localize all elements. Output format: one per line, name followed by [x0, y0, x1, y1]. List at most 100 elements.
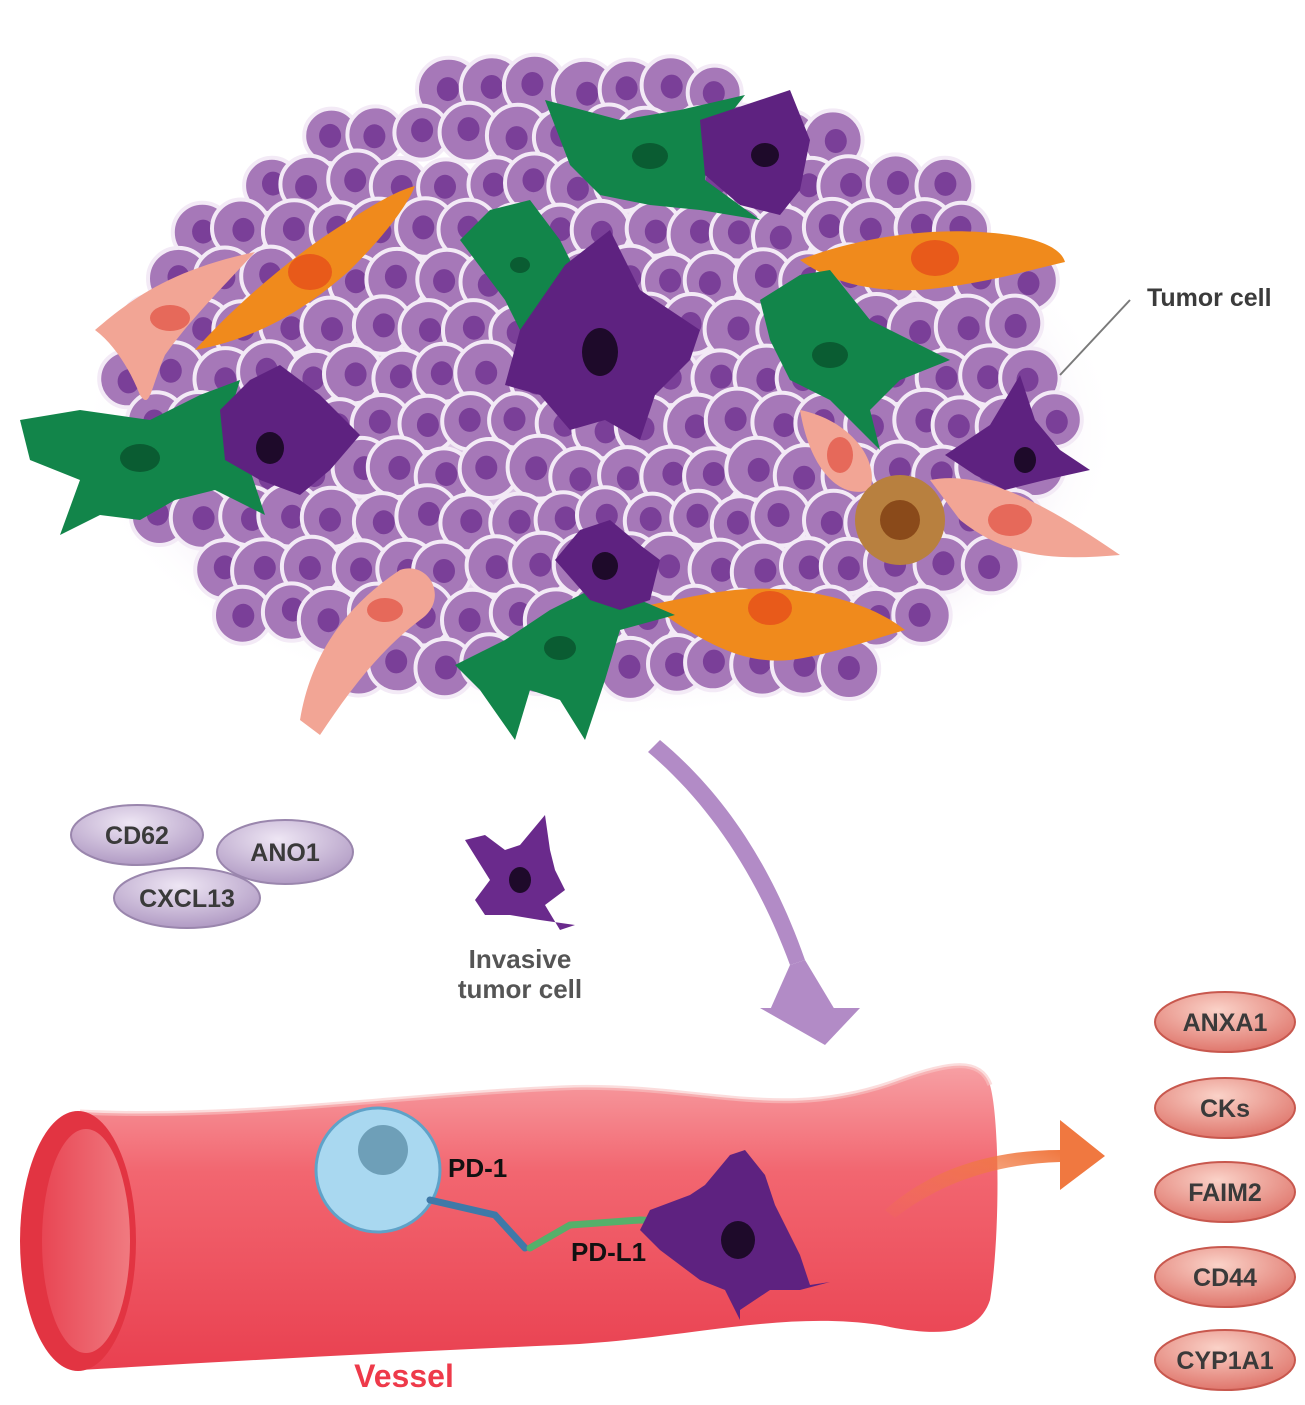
tumor-cell-nucleus	[416, 413, 439, 437]
tumor-cell-nucleus	[859, 217, 882, 242]
tumor-cell-nucleus	[618, 654, 641, 679]
tumor-cell-nucleus	[344, 362, 367, 387]
tumor-cell-nucleus	[644, 219, 667, 244]
tumor-cell-nucleus	[529, 552, 552, 577]
circulating-marker-pill: FAIM2	[1154, 1161, 1296, 1223]
tumor-cell-nucleus	[462, 315, 485, 340]
invasive-tumor-cell	[465, 815, 575, 930]
invasion-arrow	[648, 740, 860, 1045]
tumor-cell-nucleus	[384, 264, 407, 289]
tumor-cell-nucleus	[837, 556, 860, 581]
tumor-cell-nucleus	[659, 268, 682, 293]
circulating-marker-pill: CD44	[1154, 1246, 1296, 1308]
pdl1-label: PD-L1	[571, 1237, 646, 1267]
tumor-cell-label: Tumor cell	[1147, 284, 1272, 312]
tumor-cell-nucleus	[754, 263, 777, 288]
tumor-cell-nucleus	[660, 74, 683, 99]
tumor-cell-nucleus	[824, 129, 847, 153]
tumor-cell-nucleus	[385, 649, 408, 674]
tumor-cell-nucleus	[773, 413, 796, 438]
circulating-marker-pill-label: CD44	[1193, 1264, 1257, 1292]
tumor-cell-nucleus	[485, 555, 508, 580]
tumor-cell-pointer	[1059, 299, 1131, 376]
invasive-label-line2: tumor cell	[458, 974, 582, 1004]
tumor-cell-nucleus	[978, 555, 1001, 580]
tumor-cell-nucleus	[281, 504, 304, 529]
tumor-cell-nucleus	[793, 465, 816, 490]
tumor-cell-nucleus	[389, 364, 412, 389]
tumor-cell-nucleus	[662, 461, 685, 486]
tumor-cell-nucleus	[711, 557, 733, 582]
invasive-cell	[700, 90, 810, 215]
invasive-cell	[555, 520, 660, 610]
tumor-cell-nucleus	[508, 509, 531, 534]
tumor-cell-nucleus	[615, 76, 638, 101]
pd1-label: PD-1	[448, 1153, 507, 1183]
tumor-cell-nucleus	[566, 176, 589, 201]
tumor-cell-nucleus	[595, 503, 618, 528]
tumor-cell-nucleus	[887, 170, 909, 195]
tissue-marker-pill: CXCL13	[113, 867, 261, 929]
tumor-cell-nucleus	[1045, 409, 1068, 434]
green-fibroblast	[455, 590, 675, 740]
tumor-cell-nucleus	[388, 455, 411, 480]
tumor-cell-nucleus	[475, 360, 498, 385]
tissue-marker-pill: ANO1	[216, 819, 354, 885]
tumor-cell-nucleus	[460, 509, 483, 534]
tumor-cell-nucleus	[522, 168, 545, 193]
orange-cell	[800, 231, 1065, 291]
tumor-cell-nucleus	[658, 554, 681, 579]
brown-cell	[855, 475, 945, 565]
tumor-cell-nucleus	[433, 559, 455, 583]
orange-cell	[650, 588, 905, 661]
tumor-cell-nucleus	[665, 652, 688, 677]
tumor-cell-nucleus	[363, 124, 386, 149]
tumor-cell-nucleus	[1017, 271, 1040, 296]
circulating-marker-pill-label: ANXA1	[1183, 1009, 1268, 1037]
tumor-cell-nucleus	[594, 419, 617, 444]
tissue-marker-pill-label: CD62	[105, 822, 169, 850]
tumor-cell-nucleus	[798, 555, 821, 580]
tumor-cell-nucleus	[798, 173, 820, 198]
tumor-cell-nucleus	[727, 220, 750, 245]
tumor-cell-nucleus	[909, 320, 932, 344]
tumor-cell-nucleus	[436, 77, 459, 102]
tumor-cell-nucleus	[947, 414, 970, 439]
tumor-cell-nucleus	[282, 217, 305, 241]
tumor-cell-nucleus	[192, 317, 215, 342]
tumor-cell-nucleus	[554, 506, 577, 531]
tumor-cell-nucleus	[430, 361, 453, 386]
tumor-cell-nucleus	[767, 503, 790, 527]
tumor-cell-nucleus	[321, 317, 343, 342]
pink-cell	[930, 478, 1120, 558]
tumor-cell-nucleus	[344, 168, 367, 193]
tumor-cell-nucleus	[262, 171, 284, 196]
tumor-cell-nucleus	[910, 213, 933, 238]
vessel-label: Vessel	[354, 1358, 454, 1394]
pd1-receptor	[426, 1196, 529, 1252]
tumor-cell-nucleus	[503, 407, 526, 432]
circulating-tumor-cell	[640, 1150, 830, 1320]
tumor-cell-nucleus	[756, 367, 779, 392]
tumor-cell-nucleus	[458, 407, 481, 432]
tumor-cell-nucleus	[932, 551, 955, 576]
tumor-cell-nucleus	[521, 72, 544, 96]
tumor-cell-nucleus	[434, 174, 456, 199]
tumor-cell-nucleus	[458, 608, 481, 632]
circulating-marker-pill: CKs	[1154, 1077, 1296, 1139]
tumor-cell-nucleus	[840, 172, 863, 197]
circulating-marker-pill-label: FAIM2	[1188, 1179, 1262, 1207]
invasive-cell	[945, 375, 1090, 490]
green-fibroblast	[760, 270, 950, 450]
tumor-cell-nucleus	[957, 316, 980, 341]
circulating-marker-pill: ANXA1	[1154, 991, 1296, 1053]
tumor-cell-nucleus	[684, 414, 707, 439]
tumor-cell-nucleus	[412, 215, 435, 240]
tumor-cell-nucleus	[298, 556, 321, 580]
blood-vessel	[20, 1063, 998, 1371]
tumor-cell-nucleus	[350, 557, 373, 582]
tumor-cell-nucleus	[754, 558, 777, 583]
tumor-cell-nucleus	[192, 506, 215, 531]
tumor-cell-nucleus	[837, 656, 860, 680]
